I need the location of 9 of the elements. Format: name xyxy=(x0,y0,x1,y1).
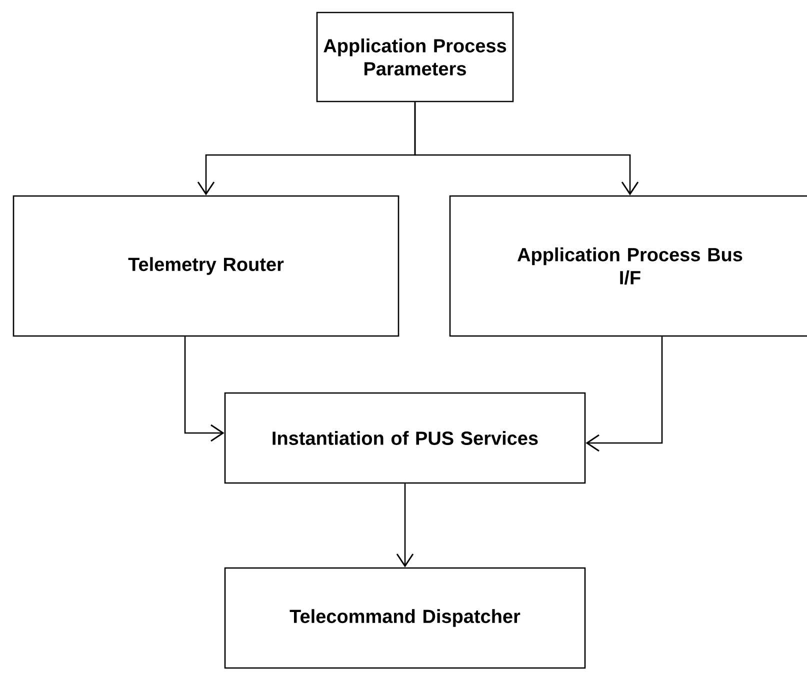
process-box: Application Process Bus I/F xyxy=(449,195,807,337)
process-box: Application Process Parameters xyxy=(316,12,514,102)
process-box: Telemetry Router xyxy=(12,195,400,337)
arrow xyxy=(184,336,224,442)
arrow xyxy=(396,484,414,568)
arrow xyxy=(586,336,663,452)
process-box: Instantiation of PUS Services xyxy=(224,392,586,484)
arrow xyxy=(414,102,639,196)
process-box: Telecommand Dispatcher xyxy=(224,567,586,669)
